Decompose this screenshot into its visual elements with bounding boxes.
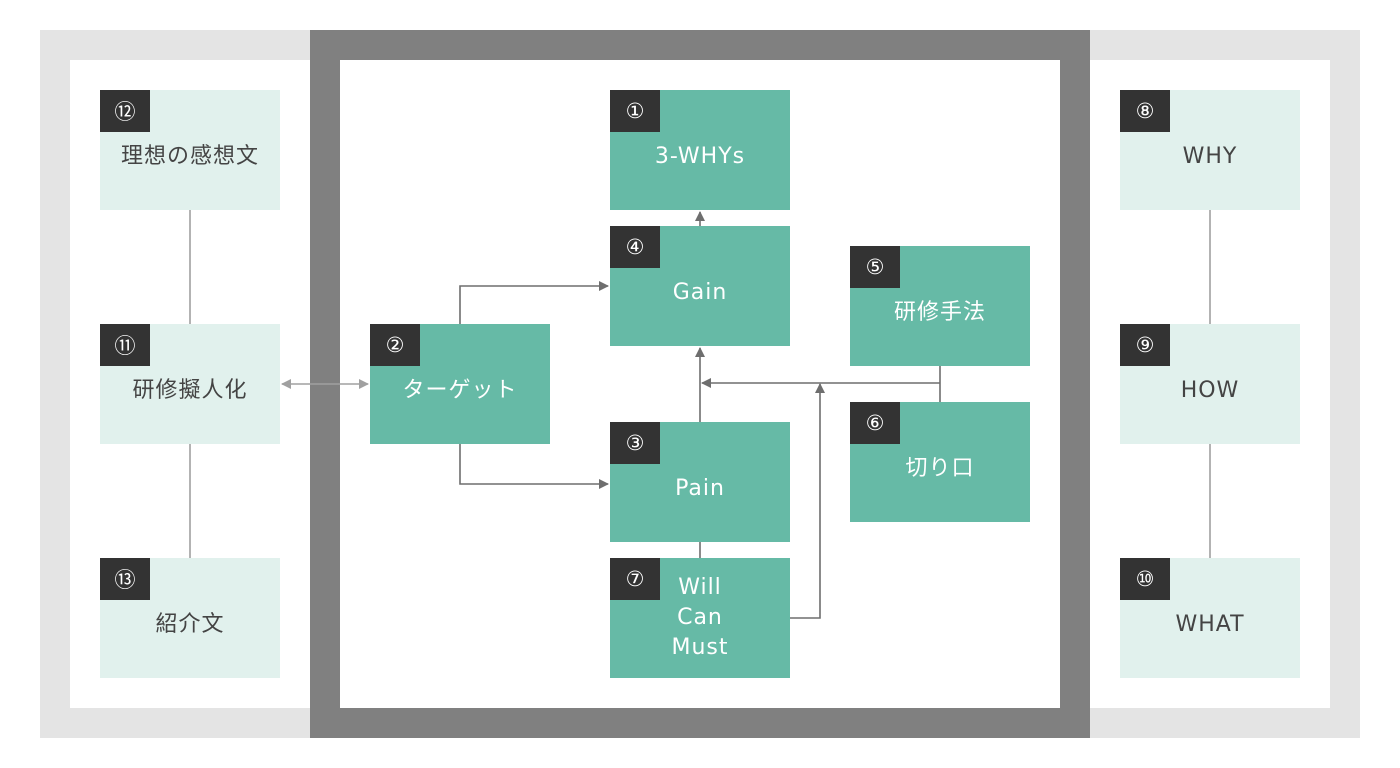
- node-label: 3-WHYs: [654, 144, 746, 169]
- node-3-whys: ① 3-WHYs: [610, 90, 790, 210]
- node-what: ⑩ WHAT: [1120, 558, 1300, 678]
- node-number-badge: ⑨: [1120, 324, 1170, 366]
- node-number-badge: ①: [610, 90, 660, 132]
- arrow-wcm-to-line: [790, 383, 825, 619]
- node-how: ⑨ HOW: [1120, 324, 1300, 444]
- node-number-badge: ②: [370, 324, 420, 366]
- node-number-badge: ⑫: [100, 90, 150, 132]
- node-label: WHAT: [1175, 612, 1245, 637]
- node-label: 紹介文: [155, 612, 225, 637]
- node-gain: ④ Gain: [610, 226, 790, 346]
- node-number-badge: ⑤: [850, 246, 900, 288]
- node-training-method: ⑤ 研修手法: [850, 246, 1030, 366]
- node-number-badge: ⑧: [1120, 90, 1170, 132]
- node-label: Gain: [672, 280, 728, 305]
- node-label: 研修擬人化: [132, 378, 248, 403]
- node-label: Will Can Must: [671, 575, 729, 660]
- node-label: 理想の感想文: [120, 144, 259, 169]
- node-ideal-review: ⑫ 理想の感想文: [100, 90, 280, 210]
- node-will-can-must: ⑦ Will Can Must: [610, 558, 790, 678]
- node-label: 切り口: [905, 456, 975, 481]
- arrow-target-to-pain: [459, 444, 609, 489]
- node-number-badge: ⑪: [100, 324, 150, 366]
- node-label: Pain: [675, 476, 725, 501]
- node-number-badge: ④: [610, 226, 660, 268]
- node-number-badge: ③: [610, 422, 660, 464]
- node-number-badge: ⑩: [1120, 558, 1170, 600]
- node-number-badge: ⑦: [610, 558, 660, 600]
- node-introduction: ⑬ 紹介文: [100, 558, 280, 678]
- node-entry-point: ⑥ 切り口: [850, 402, 1030, 522]
- node-label: HOW: [1180, 378, 1240, 403]
- node-label: ターゲット: [402, 378, 518, 403]
- node-why: ⑧ WHY: [1120, 90, 1300, 210]
- node-label: 研修手法: [893, 300, 986, 325]
- node-persona: ⑪ 研修擬人化: [100, 324, 280, 444]
- node-number-badge: ⑥: [850, 402, 900, 444]
- node-pain: ③ Pain: [610, 422, 790, 542]
- node-target: ② ターゲット: [370, 324, 550, 444]
- node-label: WHY: [1182, 144, 1238, 169]
- arrow-target-to-gain: [459, 281, 609, 324]
- node-number-badge: ⑬: [100, 558, 150, 600]
